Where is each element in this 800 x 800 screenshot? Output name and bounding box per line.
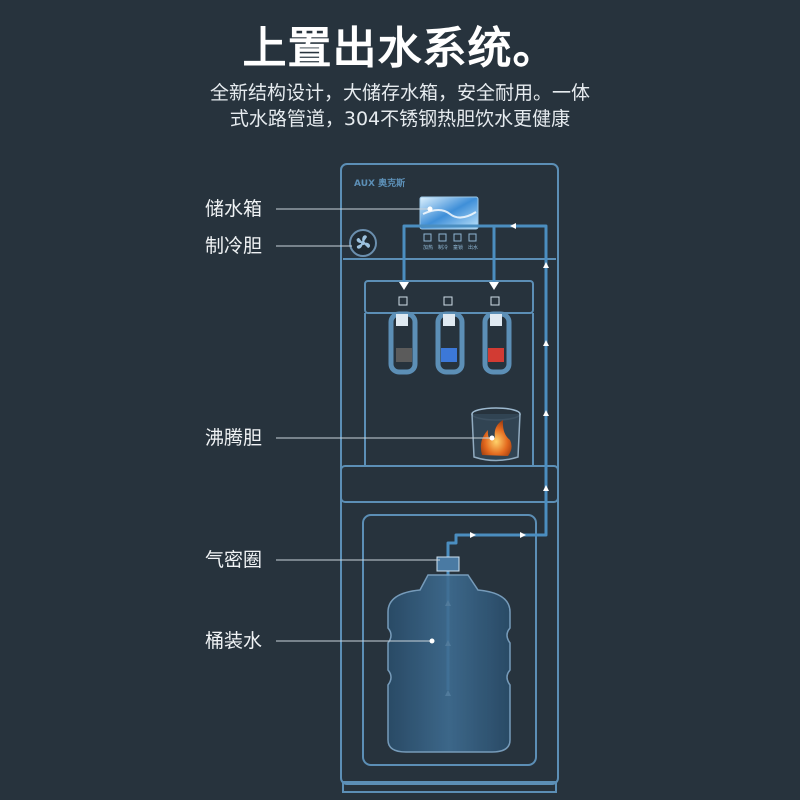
flow-arrows [399, 223, 549, 696]
panel-label-heat: 加热 [423, 244, 433, 251]
brand-logo: AUX 奥克斯 [354, 177, 405, 189]
callout-storage-tank: 储水箱 [205, 198, 263, 220]
panel-label-dispense: 出水 [468, 244, 478, 251]
panel-label-cool: 制冷 [438, 244, 448, 251]
control-panel-labels: 加热 制冷 童锁 出水 [423, 244, 478, 251]
control-panel [423, 233, 477, 242]
tap-room [388, 311, 418, 375]
subtitle-line-2: 式水路管道，304不锈钢热胆饮水更健康 [229, 108, 571, 130]
callout-bottled-water: 桶装水 [205, 630, 263, 652]
callout-boiling-tank: 沸腾胆 [205, 427, 263, 449]
dispenser-body [340, 163, 559, 793]
page-title: 上置出水系统。 [242, 23, 558, 74]
callout-lines [276, 208, 492, 642]
tap-indicator-icons [398, 296, 500, 306]
water-bottle [387, 556, 511, 753]
callout-seal-ring: 气密圈 [205, 549, 263, 571]
callout-cooling-tank: 制冷胆 [205, 235, 263, 257]
callout-dots [427, 206, 495, 644]
fan-icon [349, 229, 377, 257]
storage-tank [419, 196, 479, 230]
boiling-tank [471, 407, 521, 462]
panel-label-lock: 童锁 [453, 244, 463, 251]
water-pipes [402, 224, 548, 690]
tap-hot [482, 311, 512, 375]
page-subtitle: 全新结构设计，大储存水箱，安全耐用。一体 式水路管道，304不锈钢热胆饮水更健康 [150, 80, 650, 132]
subtitle-line-1: 全新结构设计，大储存水箱，安全耐用。一体 [209, 82, 590, 104]
tap-cold [435, 311, 465, 375]
